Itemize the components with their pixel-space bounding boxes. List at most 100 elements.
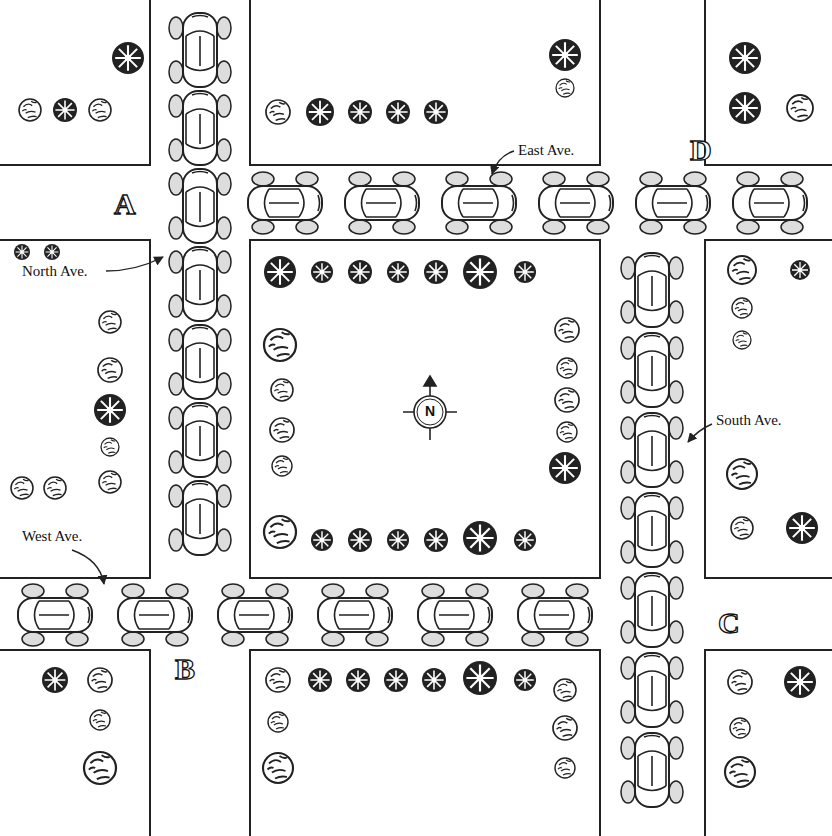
tree (306, 98, 334, 126)
street-name: West Ave. (22, 528, 82, 545)
tree (11, 477, 33, 499)
car (345, 172, 419, 234)
tree (308, 668, 332, 692)
tree (463, 255, 497, 289)
tree (387, 529, 409, 551)
tree (790, 260, 810, 280)
tree (733, 331, 751, 349)
intersection-letter: B (175, 652, 195, 685)
tree (264, 329, 296, 361)
tree (84, 752, 116, 784)
tree (348, 100, 372, 124)
tree (346, 668, 370, 692)
street-name: North Ave. (22, 263, 88, 280)
tree (555, 388, 579, 412)
street-name: East Ave. (518, 142, 574, 159)
car (169, 247, 231, 321)
block (250, 240, 600, 578)
block (705, 650, 832, 836)
tree (730, 718, 750, 738)
tree (514, 529, 536, 551)
compass-ticks (403, 380, 457, 440)
tree (266, 668, 290, 692)
car (418, 584, 492, 646)
car (636, 172, 710, 234)
tree (463, 521, 497, 555)
block (0, 240, 150, 578)
car (169, 325, 231, 399)
block (0, 650, 150, 836)
car (621, 573, 683, 647)
intersection-letter: A (114, 187, 136, 220)
tree (549, 452, 581, 484)
tree (729, 42, 761, 74)
block (0, 0, 150, 165)
tree (557, 358, 577, 378)
tree (270, 418, 294, 442)
tree (98, 358, 122, 382)
tree (424, 528, 448, 552)
tree (42, 667, 68, 693)
car (621, 493, 683, 567)
leader-arrow (106, 257, 163, 271)
tree (386, 100, 410, 124)
tree (44, 477, 66, 499)
tree (268, 712, 288, 732)
tree (514, 261, 536, 283)
tree (725, 757, 755, 787)
car (621, 333, 683, 407)
car (169, 481, 231, 555)
tree (387, 261, 409, 283)
tree (553, 716, 577, 740)
street-name: South Ave. (716, 412, 782, 429)
tree (424, 260, 448, 284)
tree (53, 98, 77, 122)
tree (264, 516, 296, 548)
tree (787, 95, 813, 121)
tree (112, 42, 144, 74)
tree (424, 100, 448, 124)
leader-arrow (492, 151, 514, 174)
tree (101, 438, 119, 456)
tree (311, 261, 333, 283)
tree (549, 39, 581, 71)
tree (263, 753, 293, 783)
tree (729, 92, 761, 124)
car (518, 584, 592, 646)
intersection-letter: D (690, 133, 712, 166)
tree (728, 670, 752, 694)
car (169, 169, 231, 243)
tree (19, 99, 41, 121)
tree (89, 99, 111, 121)
tree (557, 422, 577, 442)
tree (555, 758, 575, 778)
tree (271, 379, 293, 401)
car (621, 253, 683, 327)
tree (348, 528, 372, 552)
tree (44, 244, 60, 260)
tree (422, 668, 446, 692)
car (118, 584, 192, 646)
block (250, 650, 600, 836)
compass-letter: N (425, 404, 435, 419)
car (621, 653, 683, 727)
car (218, 584, 292, 646)
tree (514, 669, 536, 691)
car (733, 172, 807, 234)
block (705, 240, 832, 578)
leader-arrow (72, 550, 104, 584)
car (318, 584, 392, 646)
compass-rose (403, 376, 457, 440)
tree (94, 394, 126, 426)
compass-ring (417, 399, 443, 425)
tree (348, 260, 372, 284)
tree (556, 79, 574, 97)
car (169, 13, 231, 87)
car (169, 91, 231, 165)
block (705, 0, 832, 165)
tree (786, 512, 818, 544)
car (442, 172, 516, 234)
tree (728, 256, 756, 284)
